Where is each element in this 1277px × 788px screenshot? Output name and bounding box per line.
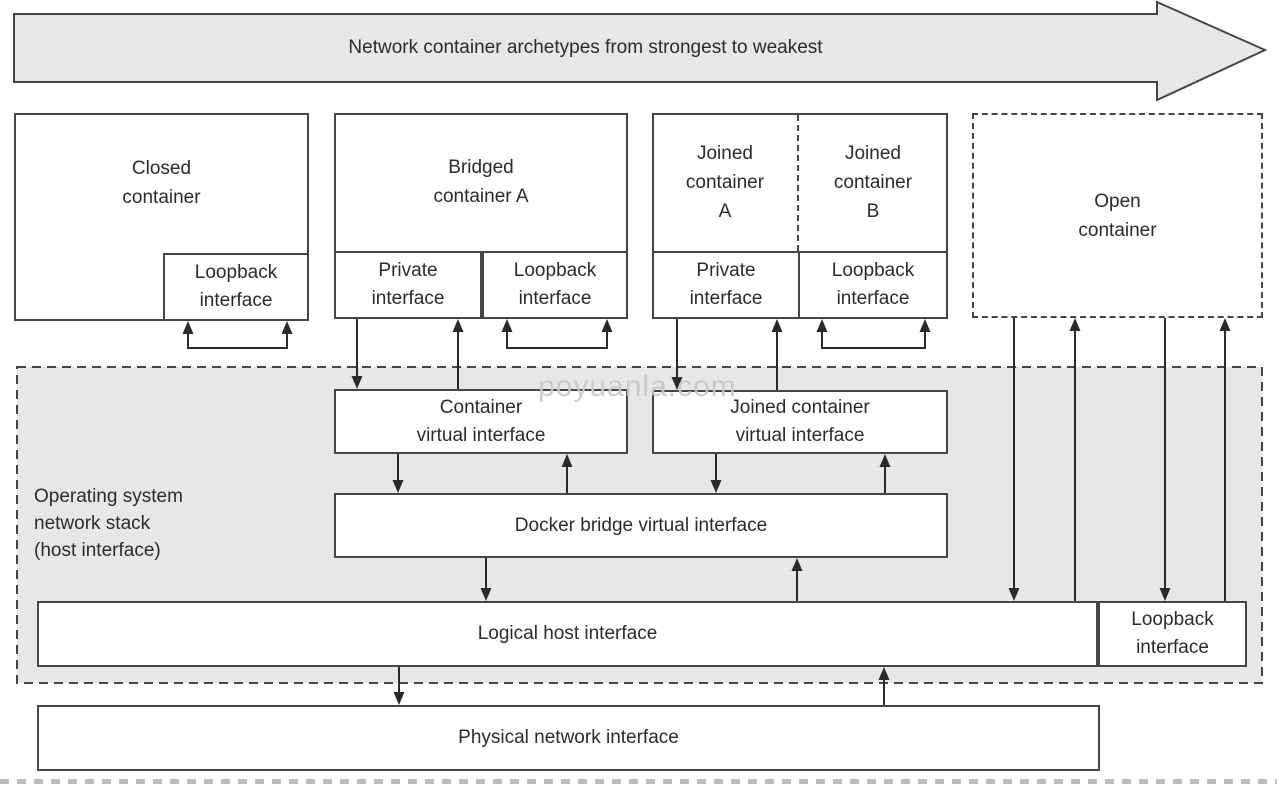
- joined-containers-dashed-divider: [797, 115, 799, 251]
- arrowhead-down: [351, 376, 363, 389]
- arrowhead-up: [1219, 318, 1231, 331]
- watermark: poyuanla.com: [538, 370, 737, 403]
- arrowhead-down: [392, 480, 404, 493]
- arrowhead-up: [501, 319, 513, 332]
- joined-loopback-interface-box: Loopback interface: [798, 251, 948, 319]
- closed-container-box: [14, 113, 309, 321]
- bottom-edge-artifact: [0, 779, 1277, 784]
- arrowhead-up: [771, 319, 783, 332]
- arrowhead-down: [1159, 588, 1171, 601]
- arrowhead-up: [452, 319, 464, 332]
- banner-arrow-label: Network container archetypes from strong…: [348, 37, 823, 58]
- arrowhead-up: [878, 667, 890, 680]
- host-loopback-interface-box: Loopback interface: [1098, 601, 1247, 667]
- arrowhead-up: [919, 319, 931, 332]
- bridged-container-title: Bridged container A: [433, 157, 529, 207]
- arrowhead-up: [182, 321, 194, 334]
- closed-loopback-interface-box: Loopback interface: [163, 253, 309, 321]
- bridged-loopback-interface-box: Loopback interface: [482, 251, 628, 319]
- joined-container-a-title: Joined container A: [685, 142, 765, 222]
- logical-host-interface-box: Logical host interface: [37, 601, 1098, 667]
- arrowhead-down: [710, 480, 722, 493]
- arrowhead-up: [1069, 318, 1081, 331]
- bridged-private-interface-box: Private interface: [334, 251, 482, 319]
- arrowhead-down: [480, 588, 492, 601]
- os-network-stack-label: Operating system network stack (host int…: [34, 486, 183, 561]
- physical-network-interface-box: Physical network interface: [37, 705, 1100, 771]
- open-container-box: Open container: [972, 113, 1263, 318]
- joined-private-interface-box: Private interface: [652, 251, 800, 319]
- arrowhead-up: [816, 319, 828, 332]
- arrowhead-down: [393, 692, 405, 705]
- arrowhead-up: [601, 319, 613, 332]
- arrowhead-up: [791, 558, 803, 571]
- arrowhead-up: [281, 321, 293, 334]
- arrowhead-up: [879, 454, 891, 467]
- closed-container-title: Closed container: [122, 158, 201, 208]
- joined-container-b-title: Joined container B: [833, 142, 913, 222]
- docker-bridge-virtual-interface-box: Docker bridge virtual interface: [334, 493, 948, 558]
- arrowhead-up: [561, 454, 573, 467]
- arrowhead-down: [1008, 588, 1020, 601]
